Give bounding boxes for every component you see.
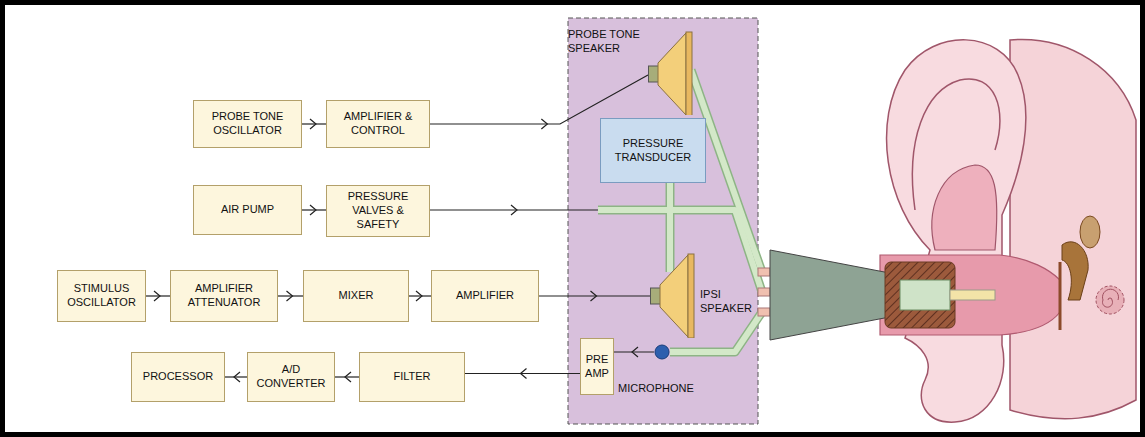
signal-line (302, 123, 326, 124)
cochlea (1096, 286, 1124, 314)
signal-line (225, 376, 247, 377)
arrow-head (591, 291, 597, 301)
node-label: PROBE TONE OSCILLATOR (198, 110, 297, 138)
node-label: PRESSURE VALVES & SAFETY (331, 190, 425, 231)
arrow-head (521, 369, 527, 379)
signal-line (302, 209, 326, 210)
node-label: MICROPHONE (618, 382, 694, 396)
signal-line (335, 376, 359, 377)
node-label: MIXER (339, 289, 374, 303)
frame (3, 3, 1143, 435)
node-label: AMPLIFIER & CONTROL (331, 110, 425, 138)
node-label: IPSI SPEAKER (700, 288, 756, 316)
process-box: AMPLIFIER & CONTROL (326, 100, 430, 148)
arrow-head (154, 291, 160, 301)
arrow-head (345, 372, 351, 382)
process-box: AMPLIFIER ATTENUATOR (170, 270, 278, 322)
node-label: FILTER (393, 370, 430, 384)
ear-canal (880, 255, 1060, 335)
node-label: AMPLIFIER ATTENUATOR (175, 282, 273, 310)
node-label: A/D CONVERTER (252, 363, 330, 391)
process-box: PRE AMP (580, 338, 614, 395)
cochlea-spiral (1103, 289, 1119, 307)
probe-stubs (758, 268, 770, 316)
signal-line (409, 295, 431, 296)
process-box: STIMULUS OSCILLATOR (57, 270, 146, 322)
speaker-icon: IPSI SPEAKER (650, 252, 695, 338)
node-label: AIR PUMP (221, 203, 274, 217)
arrow-head (541, 119, 547, 129)
process-box: MIXER (303, 270, 409, 322)
arrow-head (287, 291, 293, 301)
arrow-head (416, 291, 422, 301)
ossicle (1062, 242, 1088, 300)
incus (1080, 216, 1100, 248)
arrow-head (310, 205, 316, 215)
probe-tip (900, 280, 950, 310)
signal-line (465, 373, 580, 374)
eardrum (1059, 262, 1062, 330)
air-line (430, 205, 598, 215)
concha (932, 165, 997, 250)
probe-body (770, 250, 900, 340)
process-box: PROBE TONE OSCILLATOR (193, 100, 302, 148)
node-label: PROBE TONE SPEAKER (568, 28, 646, 56)
process-box: AMPLIFIER (431, 270, 539, 322)
process-box: FILTER (359, 352, 465, 402)
signal-line (614, 351, 654, 352)
process-box: A/D CONVERTER (247, 352, 335, 402)
probe-tube (950, 290, 995, 300)
arrow-head (310, 119, 316, 129)
node-label: STIMULUS OSCILLATOR (62, 282, 141, 310)
transducer-box: PRESSURE TRANSDUCER (600, 118, 706, 183)
speaker-symbol (648, 25, 695, 115)
node-label: AMPLIFIER (456, 289, 514, 303)
pinna (887, 40, 1026, 422)
arrow-head (632, 347, 638, 357)
microphone-symbol (654, 344, 670, 360)
probe-housing (568, 18, 758, 424)
arrow-head (234, 372, 240, 382)
signal-line (430, 75, 648, 124)
node-label: PRE AMP (583, 353, 611, 381)
speaker-icon: PROBE TONE SPEAKER (648, 25, 695, 115)
node-label: PRESSURE TRANSDUCER (605, 137, 701, 165)
process-box: AIR PUMP (193, 185, 302, 235)
tubes (598, 70, 762, 352)
process-box: PRESSURE VALVES & SAFETY (326, 185, 430, 237)
ear-tip (885, 262, 955, 328)
head (1010, 40, 1136, 419)
node-label: PROCESSOR (143, 370, 213, 384)
microphone-icon: MICROPHONE (654, 344, 670, 360)
signal-line (278, 295, 303, 296)
process-box: PROCESSOR (131, 352, 225, 402)
signal-line (539, 295, 650, 296)
signal-line (146, 295, 170, 296)
speaker-symbol (650, 252, 695, 338)
